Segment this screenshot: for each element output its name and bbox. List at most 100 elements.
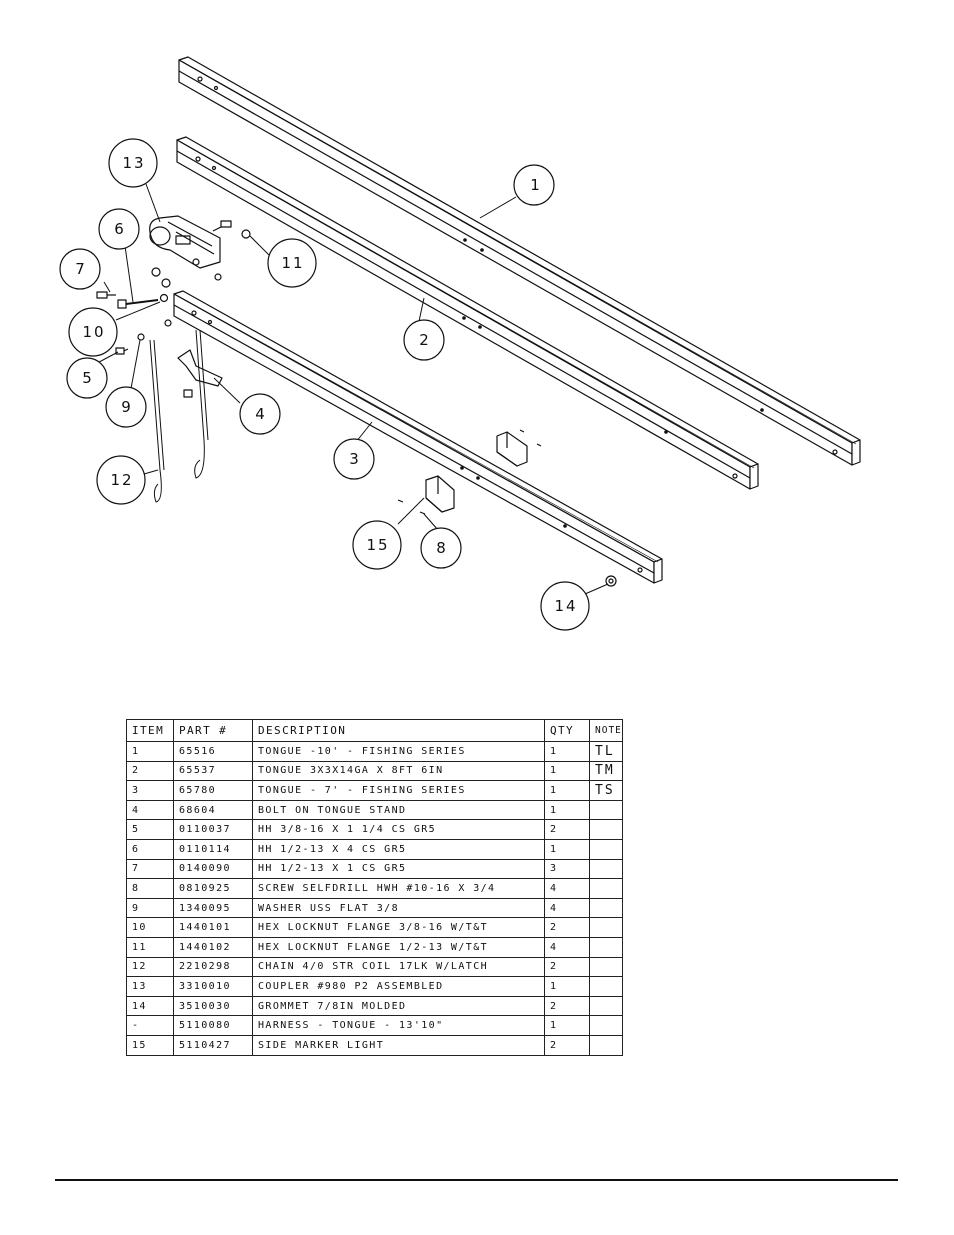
cell-description: HH 1/2-13 X 1 CS GR5 — [252, 858, 545, 880]
leader-lines — [85, 183, 609, 595]
cell-part-number: 0810925 — [173, 878, 253, 899]
cell-part-number: 2210298 — [173, 956, 253, 978]
cell-part-number: 1440102 — [173, 936, 253, 958]
tongue-stand — [177, 349, 223, 387]
callout-15: 15 — [366, 536, 389, 554]
cell-note — [589, 838, 623, 860]
cell-description: GROMMET 7/8IN MOLDED — [252, 995, 545, 1017]
cell-description: BOLT ON TONGUE STAND — [252, 799, 545, 821]
cell-qty: 1 — [544, 780, 590, 801]
cell-part-number: 1340095 — [173, 897, 253, 919]
tongue-1 — [178, 56, 861, 466]
cell-description: HARNESS - TONGUE - 13'10" — [252, 1015, 545, 1036]
cell-qty: 1 — [544, 1015, 590, 1036]
callout-4: 4 — [255, 405, 267, 423]
cell-qty: 1 — [544, 760, 590, 782]
callout-10: 10 — [82, 323, 105, 341]
cell-qty: 1 — [544, 976, 590, 997]
cell-item: 5 — [126, 819, 174, 840]
callout-9: 9 — [121, 398, 133, 416]
cell-part-number: 65516 — [173, 741, 253, 762]
cell-qty: 2 — [544, 995, 590, 1017]
cell-note — [589, 1034, 623, 1056]
callout-12: 12 — [110, 471, 133, 489]
coupler — [149, 215, 222, 281]
cell-description: TONGUE 3X3X14GA X 8FT 6IN — [252, 760, 545, 782]
header-qty: QTY — [544, 719, 590, 742]
tongue-3 — [173, 290, 663, 584]
cell-item: 6 — [126, 838, 174, 860]
cell-qty: 2 — [544, 956, 590, 978]
cell-part-number: 68604 — [173, 799, 253, 821]
cell-item: - — [126, 1015, 174, 1036]
cell-note — [589, 917, 623, 938]
callout-11: 11 — [281, 254, 304, 272]
cell-item: 12 — [126, 956, 174, 978]
cell-part-number: 1440101 — [173, 917, 253, 938]
cell-note — [589, 819, 623, 840]
cell-note — [589, 858, 623, 880]
callout-13: 13 — [122, 154, 145, 172]
cell-part-number: 0140090 — [173, 858, 253, 880]
cell-description: HH 3/8-16 X 1 1/4 CS GR5 — [252, 819, 545, 840]
cell-qty: 4 — [544, 878, 590, 899]
cell-note — [589, 897, 623, 919]
cell-item: 13 — [126, 976, 174, 997]
cell-description: HH 1/2-13 X 4 CS GR5 — [252, 838, 545, 860]
cell-item: 4 — [126, 799, 174, 821]
callout-7: 7 — [75, 260, 87, 278]
cell-description: SIDE MARKER LIGHT — [252, 1034, 545, 1056]
cell-description: TONGUE -10' - FISHING SERIES — [252, 741, 545, 762]
tongue-2 — [176, 136, 759, 490]
cell-qty: 2 — [544, 917, 590, 938]
cell-part-number: 65537 — [173, 760, 253, 782]
cell-item: 10 — [126, 917, 174, 938]
cell-note — [589, 936, 623, 958]
cell-part-number: 0110037 — [173, 819, 253, 840]
cell-note: TL — [589, 741, 623, 762]
cell-note — [589, 995, 623, 1017]
cell-qty: 1 — [544, 741, 590, 762]
cell-description: WASHER USS FLAT 3/8 — [252, 897, 545, 919]
cell-item: 2 — [126, 760, 174, 782]
cell-part-number: 3510030 — [173, 995, 253, 1017]
hardware-bolts-nuts — [96, 220, 617, 587]
cell-description: SCREW SELFDRILL HWH #10-16 X 3/4 — [252, 878, 545, 899]
cell-item: 3 — [126, 780, 174, 801]
cell-description: HEX LOCKNUT FLANGE 3/8-16 W/T&T — [252, 917, 545, 938]
cell-description: COUPLER #980 P2 ASSEMBLED — [252, 976, 545, 997]
cell-note: TS — [589, 780, 623, 801]
cell-item: 7 — [126, 858, 174, 880]
cell-part-number: 0110114 — [173, 838, 253, 860]
header-note: NOTE — [589, 719, 623, 742]
cell-note — [589, 956, 623, 978]
side-marker-lights — [397, 429, 542, 515]
callout-2: 2 — [419, 331, 431, 349]
cell-qty: 1 — [544, 838, 590, 860]
cell-qty: 3 — [544, 858, 590, 880]
callout-3: 3 — [349, 450, 361, 468]
callout-8: 8 — [436, 539, 448, 557]
cell-item: 15 — [126, 1034, 174, 1056]
cell-description: CHAIN 4/0 STR COIL 17LK W/LATCH — [252, 956, 545, 978]
safety-chains — [149, 329, 209, 503]
header-part-number: PART # — [173, 719, 253, 742]
cell-qty: 4 — [544, 897, 590, 919]
cell-item: 11 — [126, 936, 174, 958]
cell-item: 9 — [126, 897, 174, 919]
cell-note — [589, 878, 623, 899]
